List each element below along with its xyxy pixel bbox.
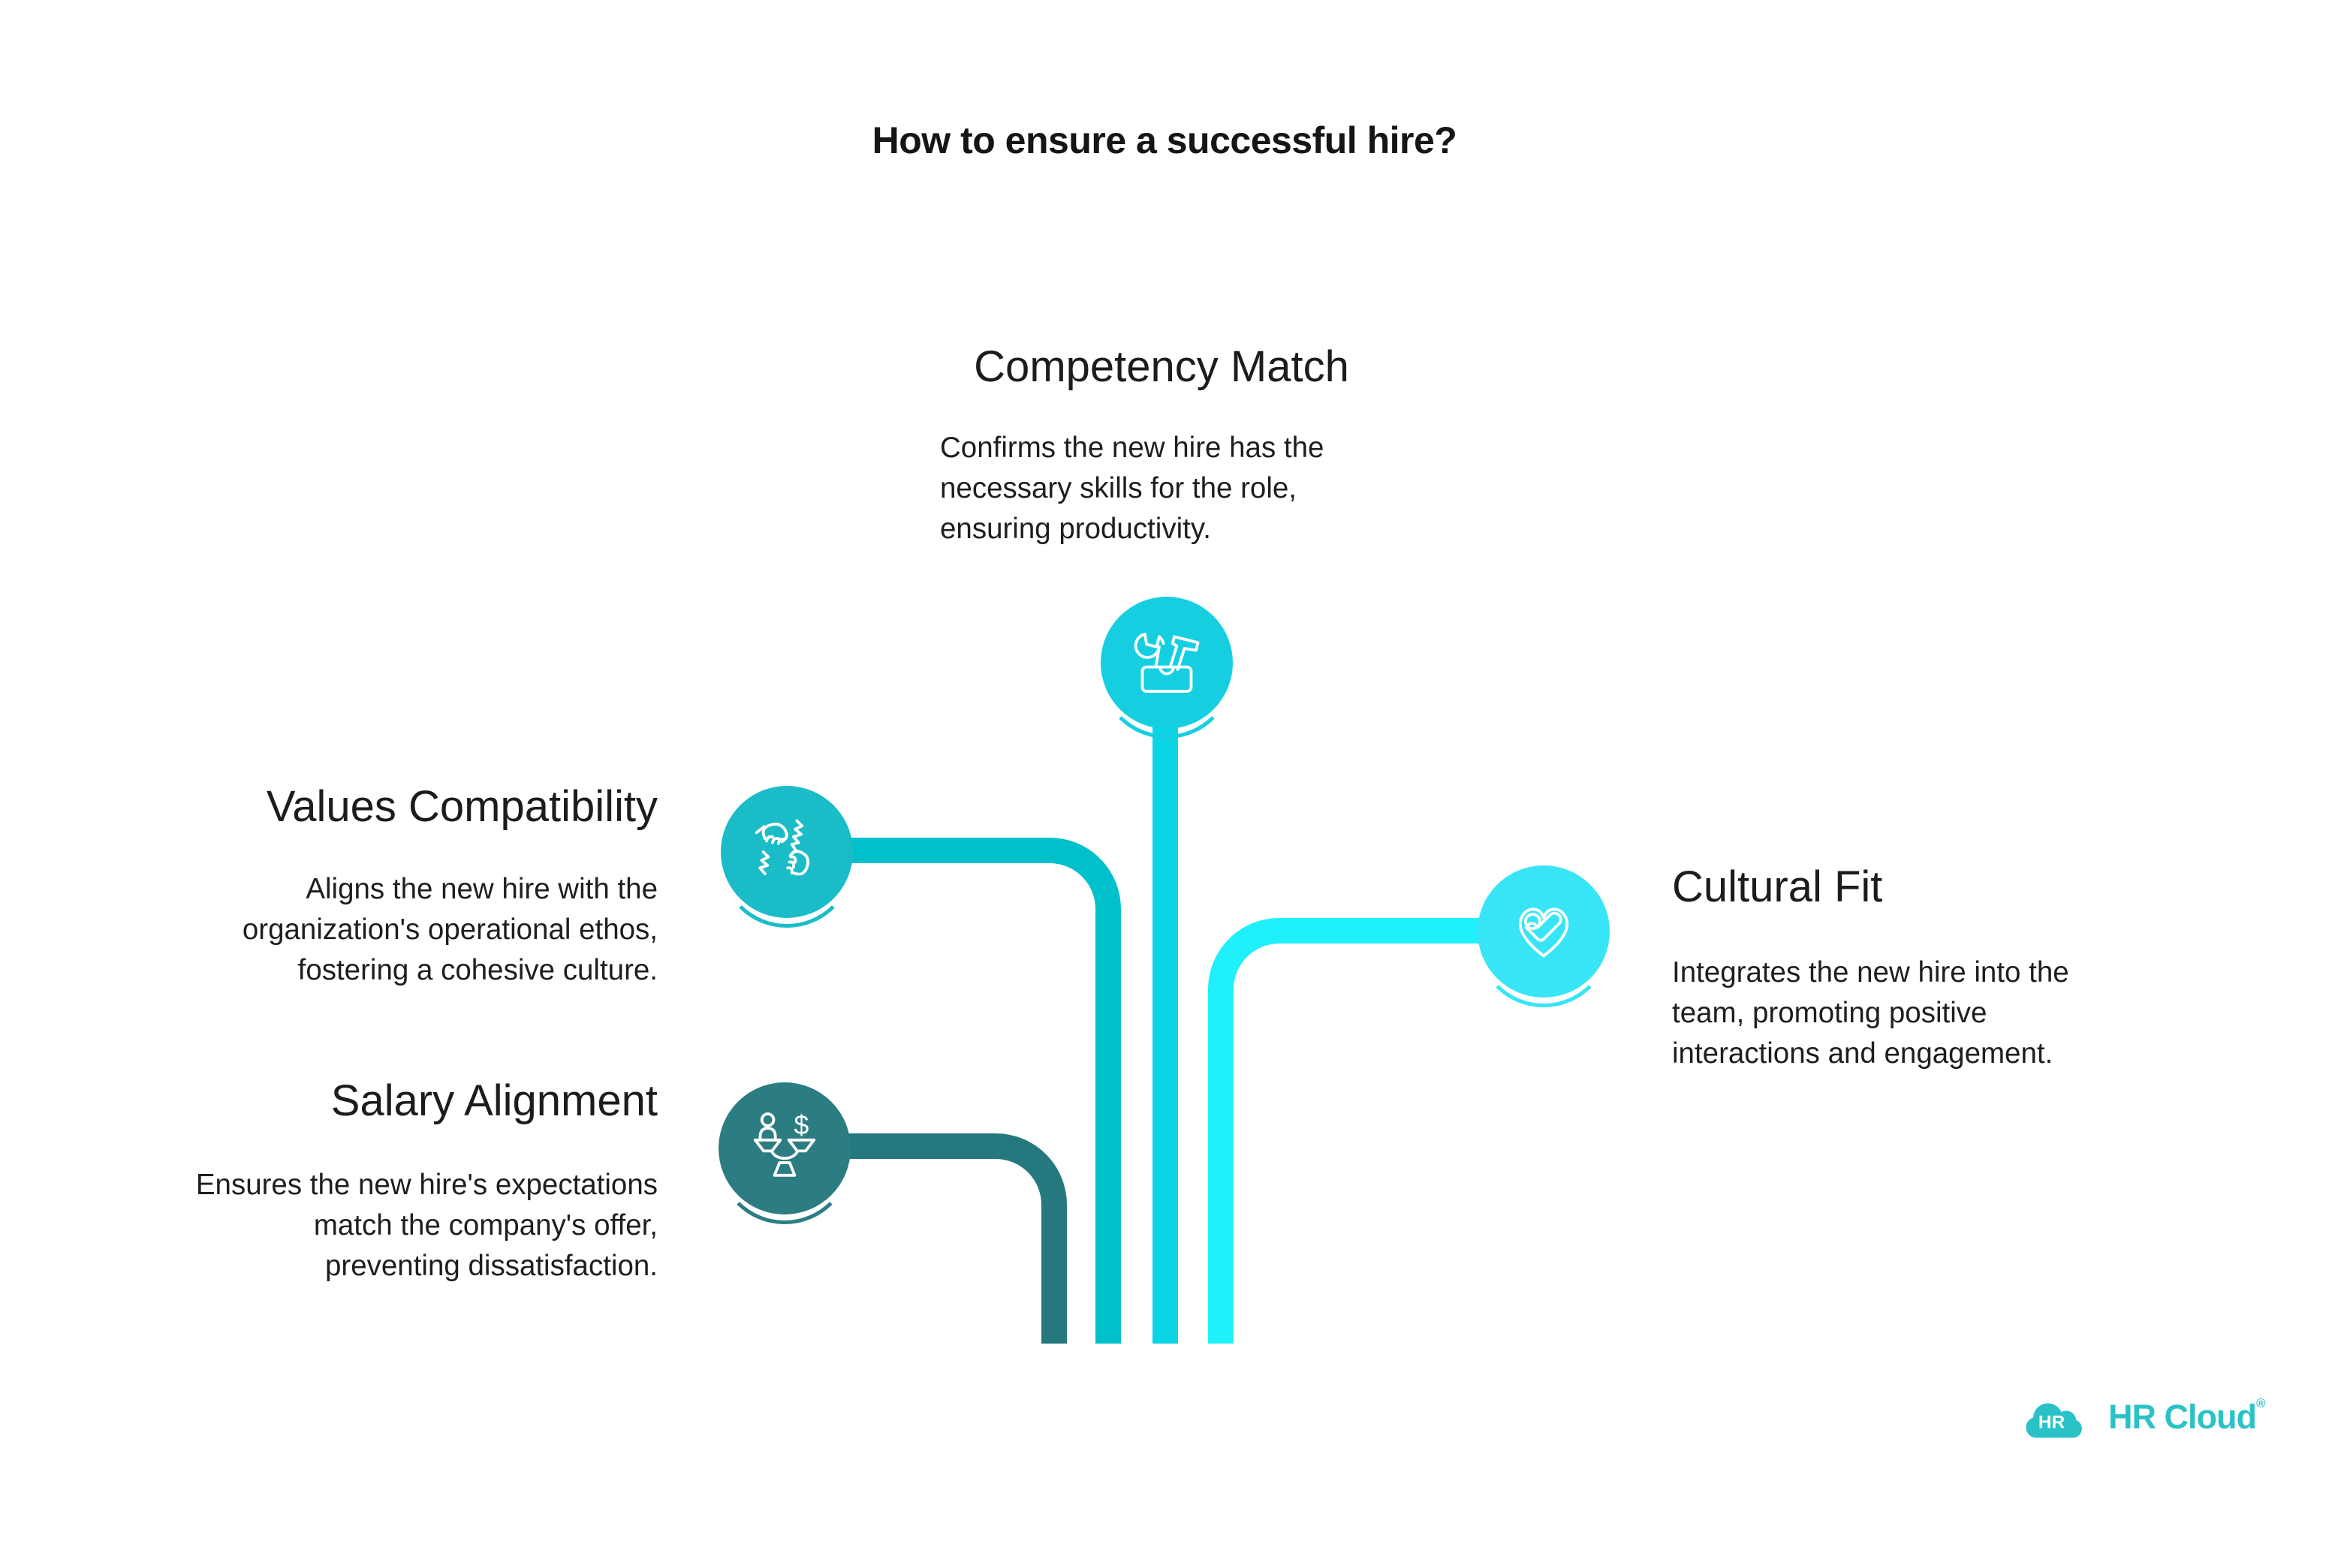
hr-cloud-logo: HR HR Cloud® [2017, 1387, 2265, 1446]
values-node [721, 786, 853, 918]
description-competency-match: Confirms the new hire has the necessary … [940, 432, 1324, 545]
balance-scale-icon: $ [753, 1110, 816, 1177]
cloud-icon: HR [2026, 1403, 2082, 1438]
description-cultural-fit: Integrates the new hire into the team, p… [1672, 956, 2069, 1070]
logo-wordmark: HR Cloud® [2108, 1396, 2265, 1437]
heart-check-icon [1518, 907, 1569, 958]
connector-salary [785, 1133, 1067, 1344]
cultural-node [1478, 865, 1610, 998]
heading-cultural-fit: Cultural Fit [1672, 862, 1883, 911]
svg-text:$: $ [794, 1110, 809, 1140]
description-values-compatibility: Aligns the new hire with the organizatio… [242, 873, 658, 986]
heading-salary-alignment: Salary Alignment [330, 1076, 658, 1125]
description-salary-alignment: Ensures the new hire's expectations matc… [195, 1169, 658, 1282]
toolbox-icon [1134, 633, 1200, 693]
hands-together-icon [755, 819, 810, 876]
connector-values [787, 838, 1121, 1344]
salary-node: $ [719, 1082, 851, 1214]
connector-cultural [1208, 918, 1544, 1344]
heading-competency-match: Competency Match [974, 342, 1349, 391]
page-title: How to ensure a successful hire? [872, 119, 1457, 161]
heading-values-compatibility: Values Compatibility [266, 782, 658, 831]
competency-node [1101, 597, 1233, 729]
cloud-badge-text: HR [2038, 1412, 2065, 1432]
registered-mark: ® [2255, 1396, 2265, 1410]
logo-wordmark-text: HR Cloud [2108, 1398, 2257, 1436]
